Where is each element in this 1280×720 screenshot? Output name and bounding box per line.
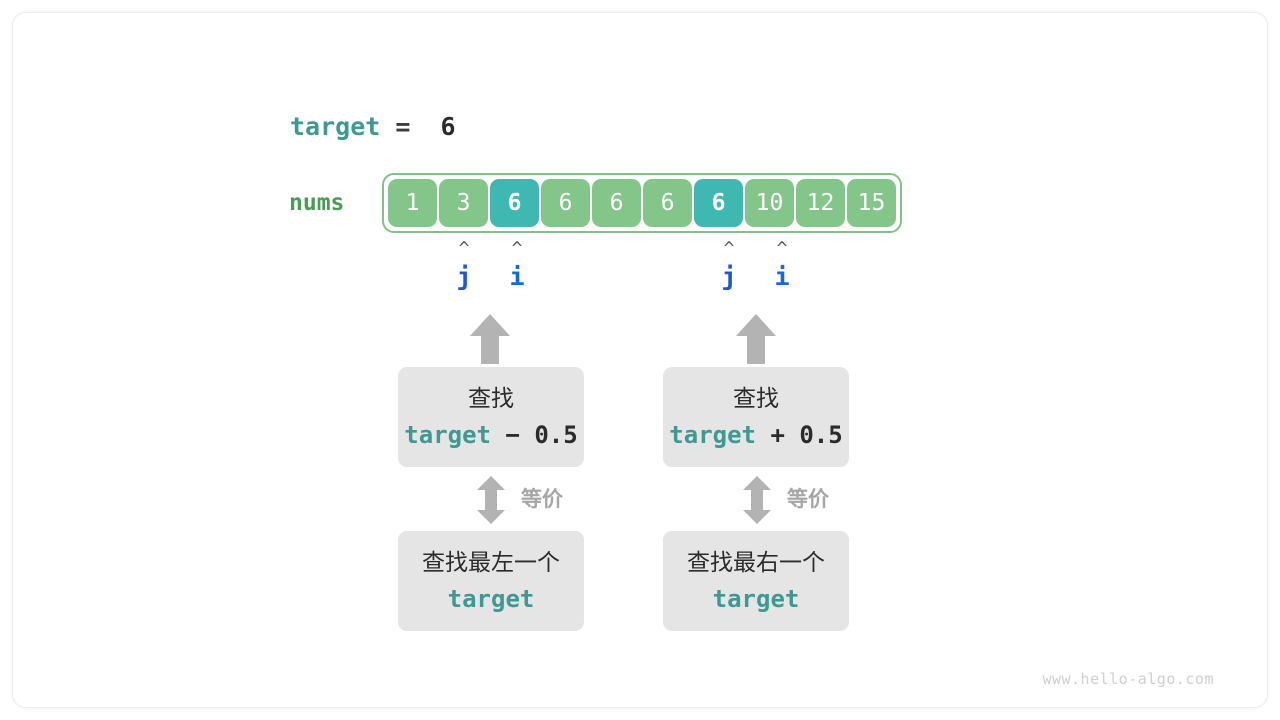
equivalence-arrow-right-icon	[741, 475, 773, 525]
equivalence-label-right: 等价	[787, 487, 829, 511]
up-arrow-right-icon	[734, 312, 778, 364]
array-container: 1 3 6 6 6 6 6 10 12 15	[382, 173, 902, 233]
array-cell: 10	[745, 179, 794, 227]
array-cell: 12	[796, 179, 845, 227]
target-value: 6	[440, 112, 456, 141]
array-cell: 1	[388, 179, 437, 227]
caret-icon: ^	[511, 238, 523, 259]
pointer-i-right: ^ i	[762, 240, 802, 292]
pointer-j-left: ^ j	[444, 240, 484, 292]
left-lower-box: 查找最左一个 target	[398, 531, 584, 631]
target-keyword: target	[290, 112, 381, 141]
right-lower-box-target: target	[712, 585, 800, 613]
left-upper-box-expression: target − 0.5	[404, 419, 577, 451]
array-cell-highlighted: 6	[490, 179, 539, 227]
array-cell: 15	[847, 179, 896, 227]
right-lower-box: 查找最右一个 target	[663, 531, 849, 631]
right-upper-box-expression: target + 0.5	[669, 419, 842, 451]
caret-icon: ^	[723, 238, 735, 259]
right-upper-box: 查找 target + 0.5	[663, 367, 849, 467]
left-lower-box-title: 查找最左一个	[422, 550, 560, 576]
caret-icon: ^	[458, 238, 470, 259]
left-lower-box-target: target	[447, 585, 535, 613]
pointer-label: j	[721, 262, 737, 291]
equivalence-arrow-left-icon	[475, 475, 507, 525]
pointer-label: j	[456, 262, 472, 291]
expression-target: target	[404, 421, 491, 449]
left-upper-box-title: 查找	[468, 386, 514, 412]
expression-target: target	[669, 421, 756, 449]
pointer-label: i	[774, 262, 790, 291]
caret-icon: ^	[776, 238, 788, 259]
array-cell-highlighted: 6	[694, 179, 743, 227]
right-lower-box-title: 查找最右一个	[687, 550, 825, 576]
right-upper-box-title: 查找	[733, 386, 779, 412]
pointer-i-left: ^ i	[497, 240, 537, 292]
expression-operator: − 0.5	[491, 421, 578, 449]
array-cell: 6	[541, 179, 590, 227]
equivalence-label-left: 等价	[521, 487, 563, 511]
up-arrow-left-icon	[468, 312, 512, 364]
array-label: nums	[289, 190, 345, 216]
array-cell: 3	[439, 179, 488, 227]
watermark: www.hello-algo.com	[1042, 670, 1214, 688]
target-declaration: target = 6	[290, 110, 456, 144]
array-cell: 6	[643, 179, 692, 227]
expression-operator: + 0.5	[756, 421, 843, 449]
equals-sign: =	[395, 112, 411, 141]
pointer-j-right: ^ j	[709, 240, 749, 292]
pointer-label: i	[509, 262, 525, 291]
left-upper-box: 查找 target − 0.5	[398, 367, 584, 467]
array-cell: 6	[592, 179, 641, 227]
canvas-frame	[12, 12, 1268, 708]
